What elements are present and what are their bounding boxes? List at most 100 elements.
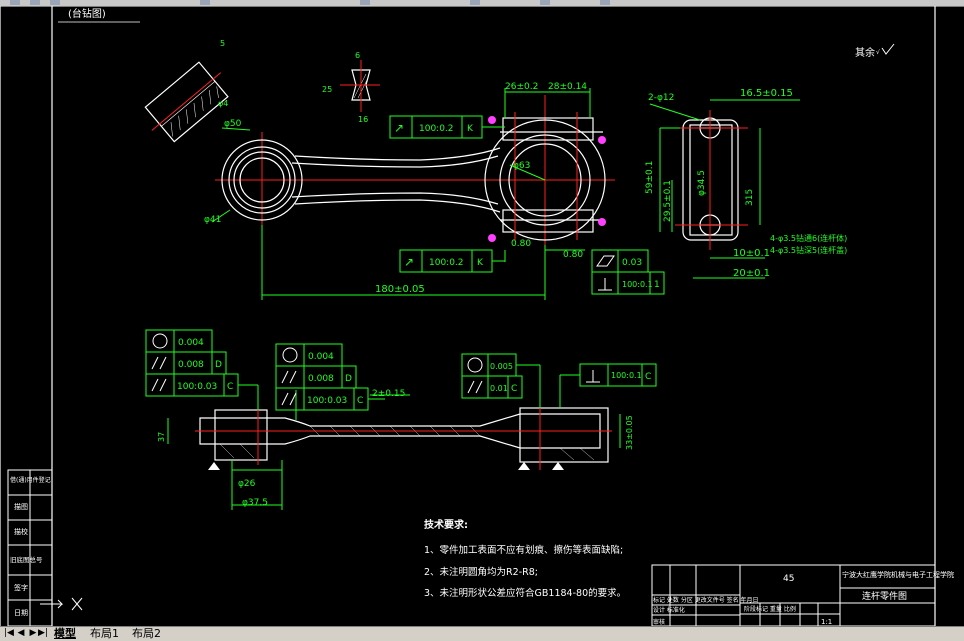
fcf-symbol: ↗ (404, 255, 414, 269)
tab-layout1[interactable]: 布局1 (90, 627, 119, 640)
tech-item: 3、未注明形状公差应符合GB1184-80的要求。 (424, 587, 626, 599)
tb-number: 45 (783, 574, 794, 584)
dim-label: φ63 (513, 161, 530, 171)
section-view-b: 6 25 16 (322, 51, 380, 124)
tech-title: 技术要求: (424, 518, 468, 531)
fcf-value: 0.01 (490, 384, 508, 393)
first-tab-icon[interactable]: |◀ (4, 628, 14, 638)
dim-label: 28±0.14 (548, 82, 587, 92)
fcf-value: 0.008 (308, 374, 334, 384)
stamp-label: 描校 (14, 527, 28, 536)
tb-drawing-name: 连杆零件图 (862, 590, 907, 602)
dim-label: 315 (745, 189, 755, 206)
title-block (651, 564, 936, 626)
dim-label: φ34.5 (697, 170, 707, 196)
dim-label: 180±0.05 (375, 284, 425, 295)
properties-icon[interactable] (540, 0, 550, 5)
rod-side-view: 16.5±0.15 2-φ12 59±0.1 29.5±0.1 φ34.5 31… (645, 88, 847, 279)
rod-top-view: 180±0.05 φ50 φ41 φ63 26±0.2 28±0.14 0.80… (204, 82, 665, 300)
fcf-ref: 1 (654, 280, 660, 290)
match-icon[interactable] (600, 0, 610, 5)
roughness-note: 其余 (855, 46, 875, 59)
dim-label: 5 (220, 39, 225, 48)
dim-label: 25 (322, 85, 332, 94)
top-toolbar (0, 0, 964, 7)
stamp-label: 旧底图总号 (10, 555, 43, 564)
tech-item: 2、未注明圆角均为R2-R8; (424, 566, 538, 578)
left-stamp-column: 借(通)用件登记 描图 描校 旧底图总号 签字 日期 (7, 469, 53, 626)
fcf-ref: K (467, 124, 474, 134)
tb-stage-labels: 阶段标记 重量 比例 (744, 605, 796, 613)
section-view-a: φ4 5 (144, 39, 229, 143)
dim-label: 0.80 (511, 239, 531, 249)
fcf-ref: C (227, 382, 233, 392)
dim-label: 16 (358, 115, 368, 124)
dim-label: 0.80 (563, 250, 583, 260)
tb-review-label: 审核 (653, 618, 665, 626)
dim-label: 16.5±0.15 (740, 88, 793, 99)
fcf-value: 100:0.2 (429, 258, 464, 268)
dim-label: 33±0.05 (625, 415, 634, 450)
save-icon[interactable] (50, 0, 60, 5)
fcf-value: 100:0.1 (622, 280, 653, 289)
zoom-icon[interactable] (360, 0, 370, 5)
tech-requirements: 技术要求: 1、零件加工表面不应有划痕、擦伤等表面缺陷; 2、未注明圆角均为R2… (424, 518, 626, 599)
tb-school: 宁波大红鹰学院机械与电子工程学院 (842, 570, 954, 579)
fcf-ref: C (357, 396, 363, 406)
new-icon[interactable] (10, 0, 20, 5)
dim-label: 29.5±0.1 (663, 180, 673, 222)
fcf-value: 0.005 (490, 362, 513, 371)
drawing-canvas[interactable]: (台钻图) 借(通)用件登记 描图 描校 旧底图总号 签字 日期 其余 √ (0, 6, 964, 626)
tab-layout2[interactable]: 布局2 (132, 627, 161, 640)
rod-section-view: φ26 φ37.5 37 33±0.05 2±0.15 (145, 329, 657, 510)
tb-design-labels: 设计 标准化 (653, 606, 685, 614)
fcf-value: 100:0.03 (307, 396, 347, 406)
tb-row-labels: 标记 处数 分区 更改文件号 签名 年月日 (653, 596, 759, 604)
fcf-value: 100:0.1 (611, 371, 642, 380)
dim-label: 59±0.1 (645, 161, 655, 194)
tb-scale: 1:1 (821, 618, 832, 626)
stamp-label: 日期 (14, 609, 28, 617)
dim-label: 26±0.2 (505, 82, 538, 92)
layout-tab-bar: |◀ ◀ ▶ ▶| 模型 布局1 布局2 (0, 626, 964, 641)
fcf-value: 100:0.2 (419, 124, 454, 134)
open-icon[interactable] (30, 0, 40, 5)
dim-label: 2-φ12 (648, 93, 674, 103)
fcf-ref: D (345, 374, 352, 384)
last-tab-icon[interactable]: ▶| (38, 628, 48, 638)
next-tab-icon[interactable]: ▶ (29, 628, 37, 638)
stamp-label: 描图 (14, 502, 28, 511)
dim-label: φ4 (218, 99, 228, 108)
fcf-symbol: ↗ (394, 121, 404, 135)
prev-tab-icon[interactable]: ◀ (17, 628, 25, 638)
fcf-value: 0.004 (178, 338, 204, 348)
fcf-ref: K (477, 258, 484, 268)
tech-item: 1、零件加工表面不应有划痕、擦伤等表面缺陷; (424, 544, 623, 556)
fcf-value: 0.008 (178, 360, 204, 370)
dim-label: φ37.5 (242, 498, 268, 508)
svg-text:√: √ (876, 49, 880, 56)
dim-label: φ26 (238, 479, 256, 489)
dim-label: 2±0.15 (372, 389, 405, 399)
dim-label: φ41 (204, 215, 221, 225)
section-title: (台钻图) (68, 7, 106, 20)
ucs-icon (40, 597, 83, 611)
dim-label: 20±0.1 (733, 268, 770, 279)
stamp-label: 借(通)用件登记 (10, 476, 51, 484)
fcf-ref: C (511, 384, 517, 394)
fcf-value: 0.004 (308, 352, 334, 362)
tab-model[interactable]: 模型 (54, 627, 76, 640)
dim-label: 37 (157, 432, 166, 442)
dim-label: 6 (355, 51, 360, 60)
layer-icon[interactable] (470, 0, 480, 5)
undo-icon[interactable] (200, 0, 210, 5)
fcf-ref: D (215, 360, 222, 370)
dim-label: 10±0.1 (733, 248, 770, 259)
sheet-border (0, 6, 936, 626)
dim-label: φ50 (224, 119, 242, 129)
fcf-ref: C (645, 372, 651, 382)
dim-label: 4-φ3.5钻通6(连杆体) (770, 233, 847, 243)
fcf-value: 100:0.03 (177, 382, 217, 392)
fcf-value: 0.03 (622, 258, 642, 268)
dim-label: 4-φ3.5钻深5(连杆盖) (770, 245, 847, 255)
